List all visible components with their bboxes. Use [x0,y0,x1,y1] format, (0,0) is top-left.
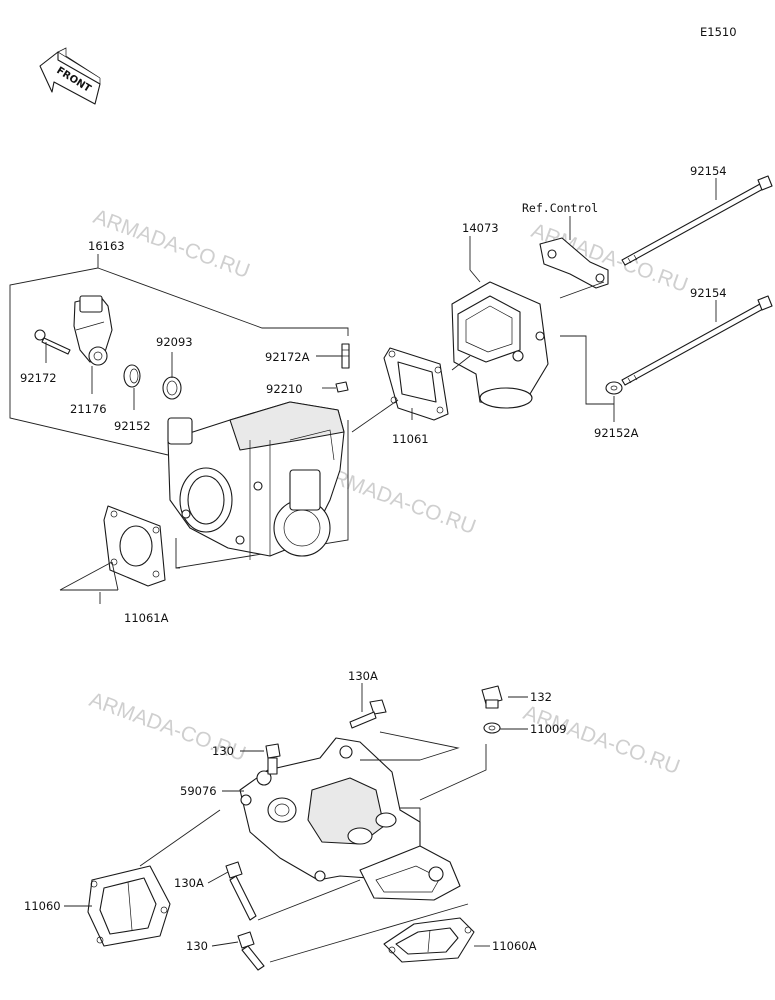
watermark-3: ARMADA-CO.RU [316,461,478,539]
label-ref-control: Ref.Control [522,201,598,215]
label-92210: 92210 [266,382,303,396]
collar-92152A [605,381,623,395]
label-21176: 21176 [70,402,107,416]
label-92172: 92172 [20,371,57,385]
watermark-5: ARMADA-CO.RU [520,701,682,779]
throttle-body [167,401,345,560]
clamp-92152 [123,364,141,388]
label-14073: 14073 [462,221,499,235]
label-132: 132 [530,690,552,704]
plug-132 [481,685,503,709]
stud-92172A [341,343,350,369]
label-92152A: 92152A [594,426,639,440]
bolt-130-bottom [237,931,265,971]
air-elbow-14073 [451,281,549,409]
gasket-11061 [383,347,449,421]
washer-11009 [483,722,501,734]
control-bracket [539,237,609,289]
leader-lines-lower [64,683,528,963]
intake-housing-59076 [239,737,461,901]
part-labels: 16163 92172 21176 92152 92093 92172A 922… [20,164,727,953]
label-130-top: 130 [212,744,234,758]
label-92093: 92093 [156,335,193,349]
label-92152: 92152 [114,419,151,433]
group-bracket-16163 [9,254,169,456]
bolt-130A-top [349,699,387,729]
front-arrow-icon: FRONT [39,47,101,105]
label-11060: 11060 [24,899,61,913]
diagram-code: E1510 [700,25,737,39]
label-92172A: 92172A [265,350,310,364]
throttle-position-sensor [73,295,113,366]
screw-92172 [34,329,71,355]
bolt-92154-top [621,175,773,266]
label-130A-bottom: 130A [174,876,204,890]
gasket-11060 [87,865,171,947]
nut-92210 [335,381,349,393]
label-130-bottom: 130 [186,939,208,953]
bolt-130A-bottom [225,861,257,921]
label-92154-top: 92154 [690,164,727,178]
label-11061: 11061 [392,432,429,446]
leader-lines-upper [45,178,717,604]
gasket-11060A [383,917,475,963]
label-92154-bottom: 92154 [690,286,727,300]
label-11061A: 11061A [124,611,169,625]
label-130A-top: 130A [348,669,378,683]
bolt-92154-bottom [621,295,773,386]
label-11009: 11009 [530,722,567,736]
label-11060A: 11060A [492,939,537,953]
bolt-130-top [265,743,281,775]
gasket-11061A [103,505,166,587]
o-ring-92093 [162,376,182,400]
label-59076: 59076 [180,784,217,798]
label-16163: 16163 [88,239,125,253]
